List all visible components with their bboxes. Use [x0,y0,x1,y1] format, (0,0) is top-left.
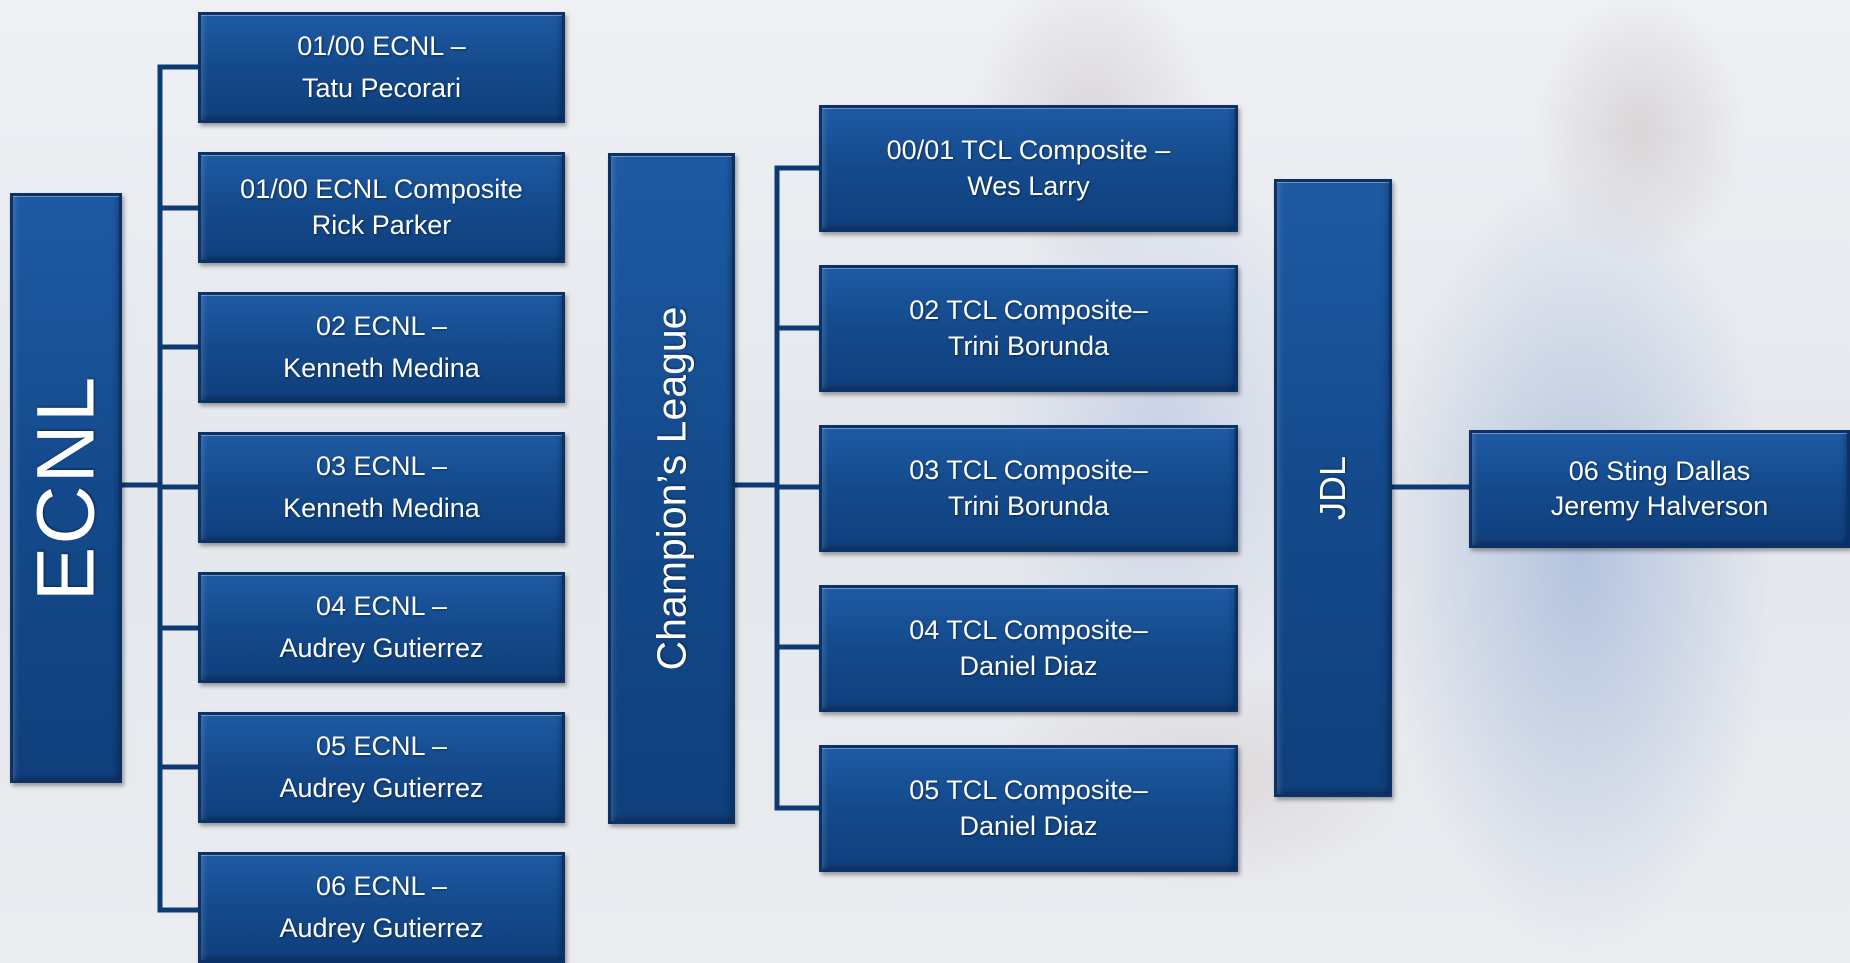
team-title: 04 ECNL – [315,590,448,621]
team-title: 03 ECNL – [315,450,448,481]
team-coach: Daniel Diaz [959,650,1098,681]
team-title: 02 TCL Composite– [909,295,1148,326]
team-coach: Jeremy Halverson [1550,491,1769,521]
jdl-team-1: 06 Sting Dallas Jeremy Halverson [1469,430,1850,548]
champions-league-group-box: Champion’s League [608,153,735,824]
team-coach: Tatu Pecorari [301,73,462,104]
team-title: 05 TCL Composite– [909,775,1148,806]
ecnl-team-5: 04 ECNL – Audrey Gutierrez [198,572,565,683]
team-title: 01/00 ECNL Composite [240,174,523,205]
team-title: 06 ECNL – [315,870,448,901]
ecnl-team-3: 02 ECNL – Kenneth Medina [198,292,565,403]
team-title: 06 Sting Dallas [1568,455,1751,486]
team-coach: Kenneth Medina [283,353,480,384]
ecnl-team-6: 05 ECNL – Audrey Gutierrez [198,712,565,823]
team-title: 00/01 TCL Composite – [886,135,1171,166]
cl-team-3: 03 TCL Composite– Trini Borunda [819,425,1238,552]
jdl-group-label: JDL [1312,455,1353,521]
ecnl-team-2: 01/00 ECNL Composite Rick Parker [198,152,565,263]
cl-team-4: 04 TCL Composite– Daniel Diaz [819,585,1238,712]
team-title: 03 TCL Composite– [909,455,1148,486]
team-coach: Kenneth Medina [283,493,480,524]
team-title: 04 TCL Composite– [909,615,1148,646]
ecnl-group-box: ECNL [10,193,122,783]
team-coach: Daniel Diaz [959,810,1098,841]
champions-league-group-label: Champion’s League [648,306,694,671]
jdl-group-box: JDL [1274,179,1392,797]
team-coach: Trini Borunda [947,490,1110,521]
ecnl-team-4: 03 ECNL – Kenneth Medina [198,432,565,543]
team-title: 01/00 ECNL – [297,30,466,61]
ecnl-team-7: 06 ECNL – Audrey Gutierrez [198,852,565,963]
ecnl-group-label: ECNL [20,374,112,602]
team-coach: Wes Larry [967,170,1090,201]
cl-team-1: 00/01 TCL Composite – Wes Larry [819,105,1238,232]
team-coach: Audrey Gutierrez [279,633,484,664]
team-coach: Rick Parker [311,209,452,240]
ecnl-team-1: 01/00 ECNL – Tatu Pecorari [198,12,565,123]
cl-team-5: 05 TCL Composite– Daniel Diaz [819,745,1238,872]
team-title: 02 ECNL – [315,310,448,341]
team-coach: Audrey Gutierrez [279,773,484,804]
team-title: 05 ECNL – [315,730,448,761]
cl-team-2: 02 TCL Composite– Trini Borunda [819,265,1238,392]
team-coach: Audrey Gutierrez [279,913,484,944]
team-coach: Trini Borunda [947,330,1110,361]
